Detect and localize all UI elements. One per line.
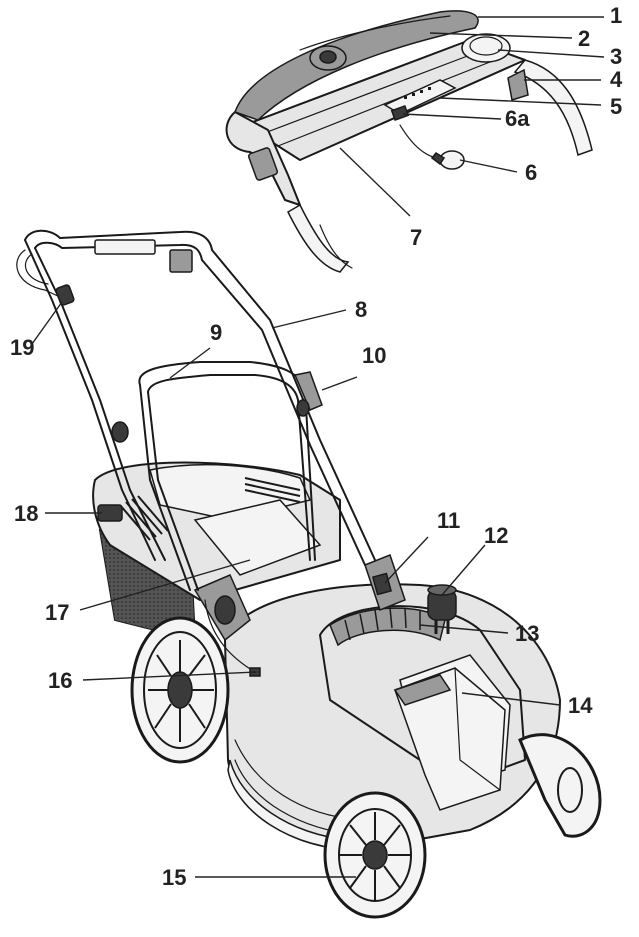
leader-17 [79,559,251,611]
callout-5: 5 [610,94,622,119]
battery [393,667,506,811]
callout-9: 9 [210,320,222,345]
leader-11 [384,536,429,584]
rear-wheel [130,616,230,764]
callout-12: 12 [484,523,508,548]
leader-6 [459,159,518,173]
callout-14: 14 [568,693,593,718]
callout-16: 16 [48,668,72,693]
callout-6: 6 [525,160,537,185]
leader-7 [339,147,411,217]
upper-handle [16,229,376,566]
mower-illustration [16,229,602,919]
leader-9 [169,347,211,379]
callout-11: 11 [437,508,460,533]
leader-14 [461,692,561,706]
callout-13: 13 [515,621,539,646]
height-adjust-lever [193,574,251,642]
quick-release-lever [111,371,323,443]
callout-2: 2 [578,26,590,51]
leader-16 [82,671,257,681]
handle-detail-illustration [225,10,593,273]
callout-17: 17 [45,600,69,625]
callout-7: 7 [410,225,422,250]
right-front-wheel [518,733,602,838]
grass-box [92,461,341,642]
callout-labels: 1 2 3 4 5 6a 6 7 8 9 10 19 18 11 12 13 1… [10,3,623,890]
front-wheel [323,791,427,919]
leader-5 [439,97,602,106]
callout-4: 4 [610,67,623,92]
leader-13 [419,624,509,634]
leader-2 [429,32,573,39]
leader-8 [271,309,347,329]
leader-lines [31,16,605,878]
cord-clip [55,284,75,306]
callout-19: 19 [10,335,34,360]
leader-19 [31,301,63,345]
callout-1: 1 [610,3,622,28]
callout-8: 8 [355,297,367,322]
leader-6a [402,113,502,120]
callout-6a: 6a [505,106,530,131]
callout-18: 18 [14,501,38,526]
leader-10 [321,376,358,391]
leader-3 [497,49,605,58]
leader-12 [441,544,486,596]
callout-3: 3 [610,44,622,69]
callout-10: 10 [362,343,386,368]
callout-15: 15 [162,865,186,890]
